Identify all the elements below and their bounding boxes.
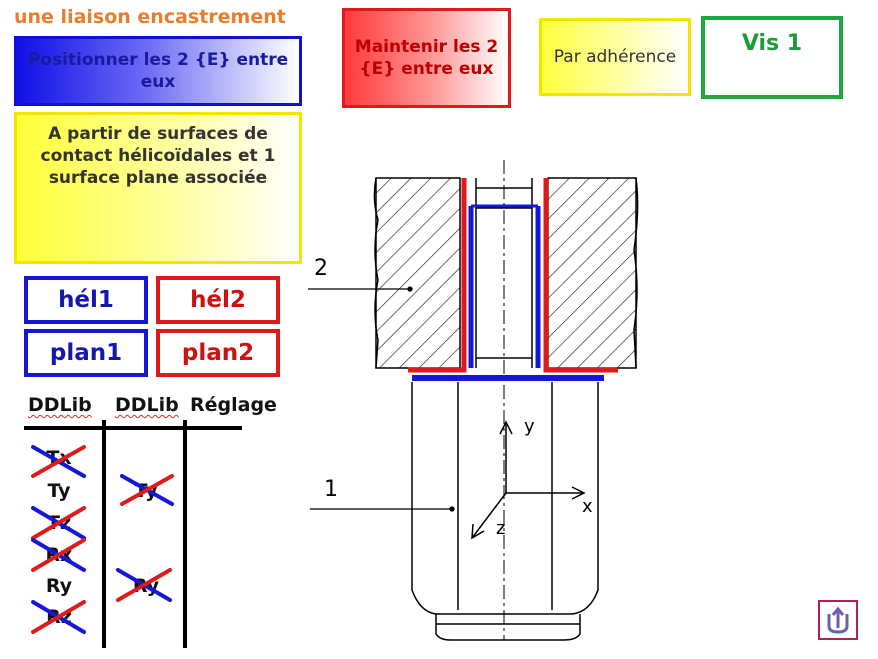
table-grid: [24, 420, 242, 648]
ddl-ry: Ry: [45, 575, 73, 597]
strike-marks: [31, 445, 174, 634]
part-2-plate: [373, 177, 639, 369]
ddl-table: DDLib DDLib Réglage Tx Ty Tz Rx Ry Rz Ty…: [0, 390, 300, 659]
box-maintenir: Maintenir les 2 {E} entre eux: [342, 8, 511, 108]
axis-label-y: y: [524, 416, 535, 437]
contact-surfaces: [408, 178, 618, 381]
axis-label-x: x: [582, 496, 593, 517]
tag-hel2: hél2: [156, 276, 280, 324]
box-apartir: A partir de surfaces de contact hélicoïd…: [14, 112, 302, 264]
tag-plan1: plan1: [24, 329, 148, 377]
tag-plan2: plan2: [156, 329, 280, 377]
table-header-ddlib-1: DDLib: [28, 394, 92, 416]
screw-shank: [475, 160, 533, 640]
assembly-drawing: 2 1 y x z: [308, 160, 639, 641]
axis-system: [471, 420, 586, 540]
axis-label-z: z: [496, 518, 505, 539]
table-header-ddlib-2: DDLib: [115, 394, 179, 416]
part-1-screw-head: [411, 382, 599, 641]
box-positionner: Positionner les 2 {E} entre eux: [14, 36, 302, 106]
box-adherence: Par adhérence: [539, 18, 691, 96]
label-part-2: 2: [314, 256, 328, 281]
table-header-reglage: Réglage: [190, 394, 277, 416]
label-part-1: 1: [324, 477, 338, 502]
home-return-icon[interactable]: [818, 600, 858, 640]
box-vis: Vis 1: [701, 16, 843, 99]
leader-lines: [308, 286, 455, 512]
tag-hel1: hél1: [24, 276, 148, 324]
page-title: une liaison encastrement: [14, 6, 286, 28]
ddl-ty: Ty: [47, 480, 71, 502]
